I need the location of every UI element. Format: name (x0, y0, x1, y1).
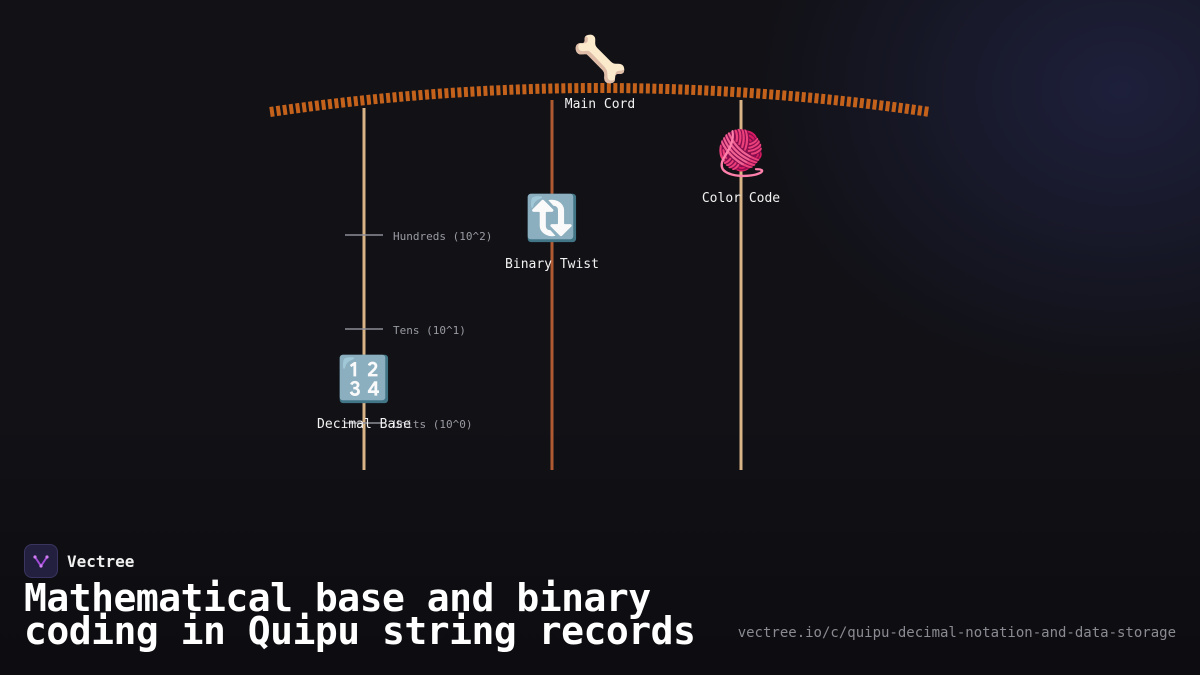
pendant-label-decimal-base: Decimal Base (317, 417, 411, 432)
tick-label-tens: Tens (10^1) (393, 324, 466, 337)
main-cord-label: Main Cord (564, 97, 636, 112)
twisted-arrows-icon: 🔃 (524, 193, 580, 244)
brand-name: Vectree (67, 551, 135, 571)
page-title: Mathematical base and binary coding in Q… (24, 576, 696, 653)
main-cord (269, 83, 931, 117)
yarn-icon: 🧶 (713, 128, 769, 179)
source-url: vectree.io/c/quipu-decimal-notation-and-… (737, 625, 1176, 641)
title-line-2: coding in Quipu string records (24, 609, 696, 653)
bone-icon: 🦴 (572, 34, 628, 85)
tick-label-units: Units (10^0) (393, 418, 473, 431)
tick-label-hundreds: Hundreds (10^2) (393, 230, 493, 243)
title-line-1: Mathematical base and binary (24, 576, 651, 620)
brand: Vectree (24, 544, 134, 578)
pendant-label-binary-twist: Binary Twist (505, 257, 599, 272)
input-numbers-icon: 🔢 (336, 354, 392, 405)
vectree-logo-icon (24, 544, 58, 578)
pendant-label-color-code: Color Code (701, 191, 781, 206)
